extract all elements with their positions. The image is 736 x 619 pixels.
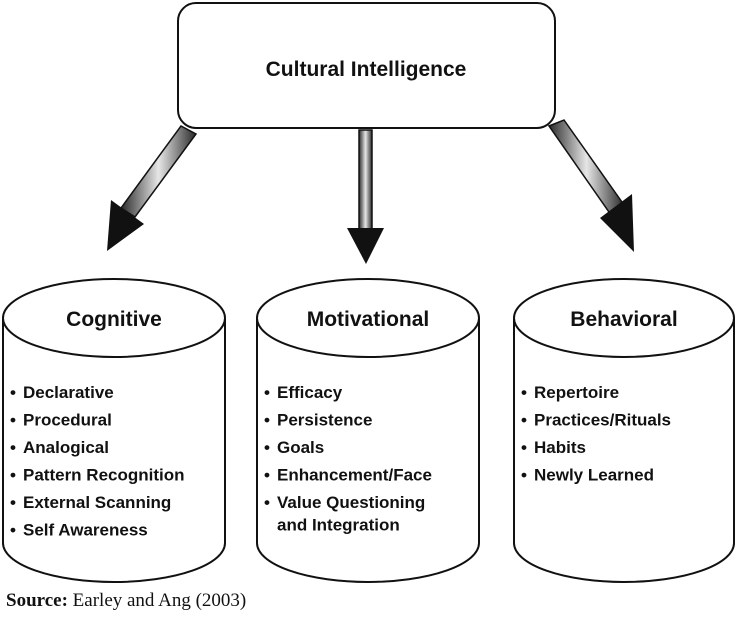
list-item: Value Questioning — [277, 493, 425, 512]
list-item: Repertoire — [534, 383, 619, 402]
list-item: Self Awareness — [23, 521, 148, 540]
bullet-icon: • — [521, 466, 527, 485]
bullet-icon: • — [10, 493, 16, 512]
list-item: Efficacy — [277, 383, 343, 402]
bullet-icon: • — [10, 438, 16, 457]
cognitive-list: • Declarative • Procedural • Analogical • Patte… — [10, 383, 185, 540]
behavioral-title: Behavioral — [570, 308, 677, 331]
source-label: Source: — [6, 590, 68, 611]
motivational-title: Motivational — [307, 308, 430, 331]
bullet-icon: • — [521, 411, 527, 430]
bullet-icon: • — [521, 438, 527, 457]
bullet-icon: • — [10, 466, 16, 485]
cognitive-title: Cognitive — [66, 308, 162, 331]
list-item: Analogical — [23, 438, 109, 457]
bullet-icon: • — [10, 521, 16, 540]
bullet-icon: • — [521, 383, 527, 402]
motivational-cylinder: Motivational • Efficacy • Persistence • Goals… — [256, 278, 480, 583]
behavioral-cylinder: Behavioral • Repertoire • Practices/Rituals… — [513, 278, 735, 583]
motivational-list: • Efficacy • Persistence • Goals • Enhancement/… — [264, 383, 432, 535]
list-item: Practices/Rituals — [534, 411, 671, 430]
cultural-intelligence-label: Cultural Intelligence — [266, 58, 467, 81]
list-item: Declarative — [23, 383, 114, 402]
bullet-icon: • — [264, 493, 270, 512]
list-item: Enhancement/Face — [277, 466, 432, 485]
list-item: Habits — [534, 438, 586, 457]
bullet-icon: • — [264, 466, 270, 485]
bullet-icon: • — [10, 383, 16, 402]
source-citation: Source: Earley and Ang (2003) — [6, 590, 246, 612]
bullet-icon: • — [264, 438, 270, 457]
bullet-icon: • — [264, 411, 270, 430]
list-item: Newly Learned — [534, 466, 654, 485]
bullet-icon: • — [10, 411, 16, 430]
bullet-icon: • — [264, 383, 270, 402]
behavioral-list: • Repertoire • Practices/Rituals • Habits • New… — [521, 383, 671, 485]
cultural-intelligence-box: Cultural Intelligence — [177, 2, 556, 129]
cognitive-cylinder: Cognitive • Declarative • Procedural • Analog… — [2, 278, 226, 583]
list-item: Pattern Recognition — [23, 466, 185, 485]
list-item: Persistence — [277, 411, 372, 430]
arrow-to-motivational — [347, 129, 384, 264]
list-item: and Integration — [277, 516, 400, 535]
source-text: Earley and Ang (2003) — [67, 590, 247, 611]
list-item: Procedural — [23, 411, 112, 430]
list-item: External Scanning — [23, 493, 171, 512]
arrow-to-behavioral — [547, 119, 634, 252]
list-item: Goals — [277, 438, 324, 457]
arrow-to-cognitive — [107, 125, 198, 251]
